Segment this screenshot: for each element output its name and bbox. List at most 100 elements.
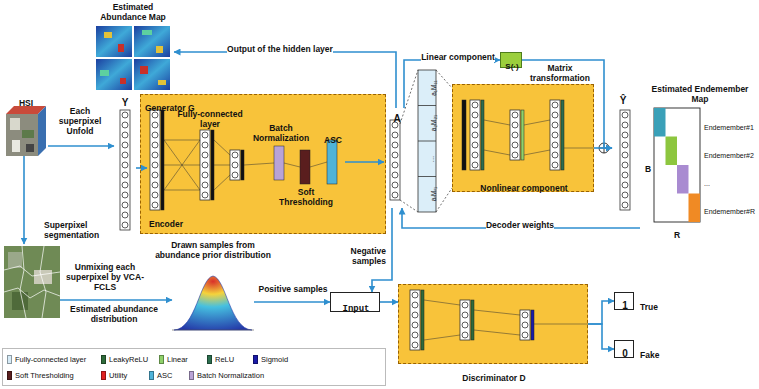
node-label: Superpixel segmentation <box>44 220 108 240</box>
output-box: 0 <box>614 340 634 358</box>
text-slot: Output of the hidden layer <box>214 38 346 56</box>
edge-label: Decoder weights <box>486 220 554 230</box>
node-label: Y <box>122 97 129 109</box>
matrix-entry: ··· <box>430 156 438 163</box>
abundance-map-image <box>96 26 170 90</box>
abundance-map-image <box>104 32 112 38</box>
output-vector: Ŷ <box>612 90 634 214</box>
node-label: Estimated Endemember Map <box>650 84 750 104</box>
neuron-vector <box>520 310 530 340</box>
annotation: ... <box>704 180 710 188</box>
legend-swatch <box>207 355 212 364</box>
text-slot: B <box>642 158 654 176</box>
node-label: Estimated Abundance Map <box>92 2 174 22</box>
text-slot: Each superpixel Unfold <box>50 106 110 138</box>
neuron-vector <box>120 100 630 350</box>
text-slot: aᵣMᵣ₁ <box>422 177 432 211</box>
legend-item: Soft Thresholding <box>7 371 74 380</box>
legend-item: Batch Normalization <box>189 371 264 380</box>
text-slot: Endemember#1 <box>704 116 758 134</box>
abundance-map-image <box>158 80 166 85</box>
activation-bar <box>211 130 214 200</box>
superpixel-image <box>40 246 46 318</box>
activation-bar <box>481 100 484 170</box>
neuron-vector <box>470 100 480 170</box>
abundance-map-image <box>140 66 148 74</box>
connector <box>588 324 614 349</box>
activation-bar <box>471 300 474 340</box>
abundance-map-image <box>96 59 132 90</box>
gaussian-surface <box>172 330 254 331</box>
text-slot: Unmixing each superpixel by VCA-FCLS <box>62 262 148 294</box>
legend-label: Batch Normalization <box>197 371 264 380</box>
legend-swatch <box>149 371 154 380</box>
legend-swatch <box>189 371 194 380</box>
text-slot: Nonlinear component <box>453 177 595 195</box>
legend-item: Linear <box>159 355 188 364</box>
text-slot: Negative samples <box>332 246 386 268</box>
text-slot: Fully-connected layer <box>169 109 251 131</box>
batch-norm-layer: Batch Normalization <box>248 123 314 185</box>
hsi-cube-image <box>6 106 46 156</box>
hsi-cube-image <box>12 140 20 152</box>
legend-swatch <box>159 355 164 364</box>
text-slot: 1 <box>615 295 635 313</box>
node-label: Ŷ <box>620 95 627 107</box>
input-box: Input <box>330 292 380 312</box>
text-slot: Linear component <box>416 46 500 64</box>
node-label: Input <box>342 304 369 315</box>
text-slot: S(·) <box>501 55 523 73</box>
superpixel-image: Superpixel segmentation <box>4 244 60 318</box>
text-slot: Estimated Endemember Map <box>650 84 750 106</box>
generator-panel: Generator GFully-connected layerEncoderB… <box>140 94 386 234</box>
dense-link <box>484 120 594 155</box>
connector <box>254 301 330 303</box>
node-label: Discriminator D <box>462 373 525 383</box>
text-slot: Positive samples <box>258 278 328 296</box>
hsi-cube-image <box>26 144 34 152</box>
legend-item: ASC <box>149 371 172 380</box>
panel-fill <box>398 284 588 364</box>
node-label: S(·) <box>505 62 518 72</box>
abundance-map-image <box>100 70 109 76</box>
abundance-map-image <box>134 59 170 90</box>
annotation: B <box>645 164 651 174</box>
hsi-cube: HSI <box>4 92 48 156</box>
legend-label: Fully-connected layer <box>15 355 86 364</box>
text-slot: ··· <box>422 142 432 176</box>
asc-layer: ASC <box>321 125 345 187</box>
prior-distribution: Drawn samples from abundance prior distr… <box>172 240 254 332</box>
hsi-cube-image <box>10 118 20 130</box>
neuron-vector <box>120 110 130 230</box>
text-slot: Ŷ <box>612 90 634 108</box>
abundance-vector: A <box>384 108 410 208</box>
activation-bar <box>421 290 424 350</box>
text-slot: Discriminator D <box>439 367 549 385</box>
endmember-matrix <box>689 194 701 223</box>
connector <box>136 167 147 169</box>
superpixel-image <box>8 252 22 268</box>
activation-bar <box>561 100 564 170</box>
neuron-vector <box>550 100 560 170</box>
abundance-map-image <box>96 26 132 57</box>
endmember-matrix <box>654 108 700 222</box>
text-slot: R <box>670 224 684 242</box>
node-label: 0 <box>622 348 628 360</box>
legend-swatch <box>101 371 106 380</box>
activation-bar <box>531 310 534 340</box>
dense-link <box>424 300 588 340</box>
activation-bar <box>327 140 337 184</box>
annotation: Estimated abundance distribution <box>64 304 164 324</box>
text-slot: Decoder weights <box>478 214 562 232</box>
activation-bar <box>462 100 466 170</box>
dense-link <box>164 120 594 340</box>
text-slot: Y <box>114 92 136 110</box>
connector <box>60 299 172 301</box>
matrix-entry: aᵣMᵣ₁ <box>430 187 438 201</box>
input-vector: Y <box>114 92 136 232</box>
text-slot: Endemember#2 <box>704 144 758 162</box>
legend-item: Fully-connected layer <box>7 355 86 364</box>
